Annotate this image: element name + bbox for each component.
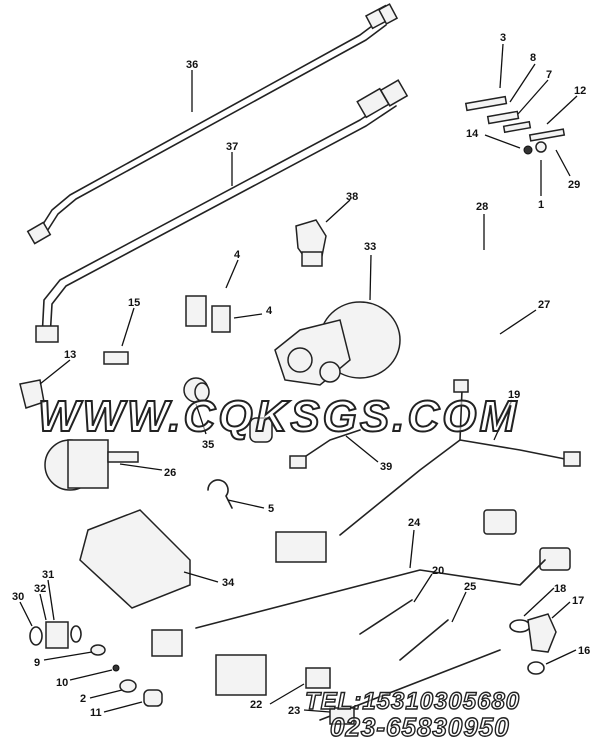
leader-12: [546, 95, 578, 125]
callout-25: 25: [464, 581, 476, 593]
callout-14: 14: [466, 128, 479, 140]
solenoid-26: [44, 439, 139, 491]
hose-37: [35, 79, 409, 343]
cable-20: [359, 599, 413, 635]
callout-24: 24: [408, 517, 421, 529]
leader-16: [545, 649, 577, 665]
leader-18: [523, 587, 555, 617]
callout-17: 17: [572, 595, 584, 607]
callout-38: 38: [346, 191, 358, 203]
callout-11: 11: [90, 707, 102, 719]
leader-15: [121, 307, 135, 347]
callout-31: 31: [42, 569, 54, 581]
callout-4a: 4: [234, 249, 241, 261]
callout-32: 32: [34, 583, 46, 595]
callout-1: 1: [538, 199, 544, 211]
callout-26: 26: [164, 467, 176, 479]
harness-24: [151, 509, 571, 696]
leader-34: [183, 571, 219, 583]
clips-4: [185, 295, 231, 333]
callout-labels: 36 37 3 8 7 12 14 29 1 38 33 28 27 4 4 1…: [12, 32, 590, 719]
elbow-17: [509, 613, 557, 675]
callout-34: 34: [222, 577, 235, 589]
leader-30: [19, 601, 33, 627]
callout-19: 19: [508, 389, 520, 401]
leader-19: [493, 399, 513, 441]
fitting-35: [183, 377, 210, 403]
watermark-tel: TEL:15310305680: [304, 687, 521, 715]
callout-10: 10: [56, 677, 68, 689]
leader-17: [551, 601, 571, 619]
leader-9: [43, 651, 93, 661]
clamp-5: [207, 479, 233, 509]
leader-lines: [19, 43, 578, 713]
elbow-fitting-38: [295, 219, 327, 267]
callout-15: 15: [128, 297, 140, 309]
watermark-phone: 023-65830950: [329, 711, 510, 742]
callout-18: 18: [554, 583, 566, 595]
callout-39: 39: [380, 461, 392, 473]
callout-2: 2: [80, 693, 86, 705]
fastener-group: [464, 95, 566, 155]
watermark-site: WWW.CQKSGS.COM: [37, 391, 520, 442]
callout-36: 36: [186, 59, 198, 71]
callout-29: 29: [568, 179, 580, 191]
callout-7: 7: [546, 69, 552, 81]
leader-27: [499, 309, 537, 335]
callout-30: 30: [12, 591, 24, 603]
callout-35: 35: [202, 439, 214, 451]
leader-24: [409, 529, 415, 569]
leader-35: [195, 403, 207, 435]
leader-5: [227, 499, 265, 509]
connector-23: [329, 707, 355, 725]
callout-5: 5: [268, 503, 274, 515]
callout-22: 22: [250, 699, 262, 711]
leader-8: [509, 63, 536, 103]
callout-9: 9: [34, 657, 40, 669]
starter-motor-33: [274, 301, 401, 386]
callout-8: 8: [530, 52, 536, 64]
plate-34: [79, 509, 191, 609]
callout-28: 28: [476, 201, 488, 213]
left-fittings: [29, 621, 163, 707]
callout-37: 37: [226, 141, 238, 153]
leader-14: [484, 134, 521, 149]
sensor-39: [249, 417, 361, 469]
cable-25: [399, 619, 449, 661]
callout-13: 13: [64, 349, 76, 361]
connector-22: [305, 667, 331, 689]
leader-26: [119, 463, 163, 471]
callout-23: 23: [288, 705, 300, 717]
leader-38: [325, 199, 351, 223]
leader-10: [69, 669, 113, 681]
leader-39: [345, 435, 379, 463]
leader-32: [39, 593, 47, 621]
leader-22: [269, 683, 305, 705]
leader-31: [47, 579, 55, 621]
leader-33: [369, 254, 372, 301]
callout-33: 33: [364, 241, 376, 253]
callout-16: 16: [578, 645, 590, 657]
leader-13: [39, 359, 71, 385]
callout-12: 12: [574, 85, 586, 97]
callout-20: 20: [432, 565, 444, 577]
bracket-13: [19, 379, 45, 409]
callout-4b: 4: [266, 305, 273, 317]
leader-25: [451, 591, 467, 623]
callout-27: 27: [538, 299, 550, 311]
leader-20: [413, 573, 433, 603]
leader-23: [303, 709, 331, 713]
bracket-15: [103, 351, 129, 365]
callout-3: 3: [500, 32, 506, 44]
hose-36: [26, 3, 399, 245]
leader-4a: [225, 259, 239, 289]
harness-19: [339, 379, 581, 536]
leader-7: [517, 79, 549, 115]
leader-29: [555, 149, 571, 177]
leader-2: [89, 689, 123, 699]
leader-11: [103, 701, 143, 713]
leader-4b: [233, 313, 263, 319]
leader-3: [499, 43, 504, 89]
